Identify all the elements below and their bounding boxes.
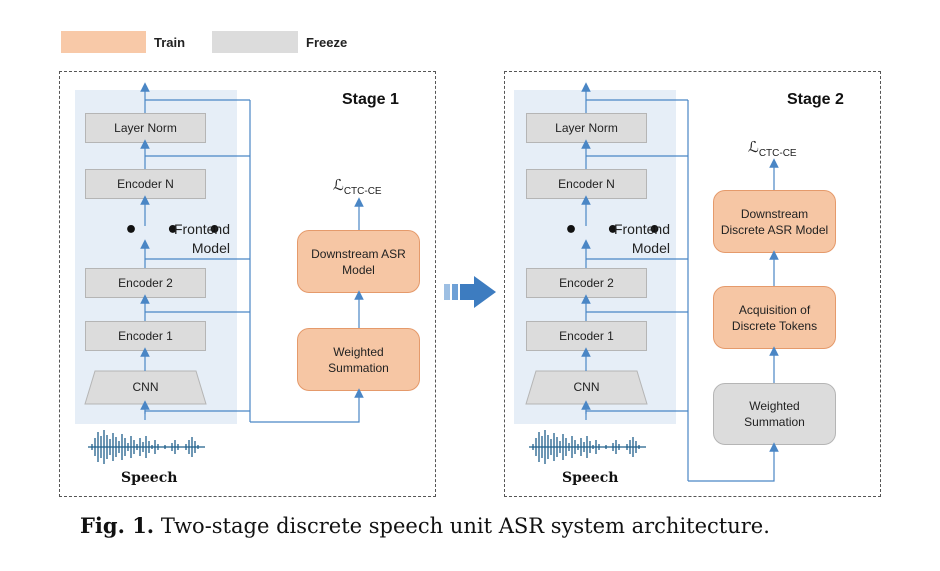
stage2-frontend-line1: Frontend [613,221,670,237]
legend-train-swatch [61,31,146,53]
figure-caption-text: Two-stage discrete speech unit ASR syste… [160,514,770,538]
stage2-acquisition-block: Acquisition of Discrete Tokens [713,286,836,349]
stage1-loss-label: ℒCTC-CE [333,176,382,197]
stage2-encoder-1-block: Encoder 1 [526,321,647,351]
stage1-loss-symbol: ℒ [333,176,344,194]
stage1-container [59,71,436,497]
stage1-speech-label: Speech [121,470,178,486]
stage1-weighted-summation-block: Weighted Summation [297,328,420,391]
stage1-ellipsis: • • • [124,218,232,243]
stage1-encoder-n-block: Encoder N [85,169,206,199]
stage2-loss-symbol: ℒ [748,138,759,156]
stage2-downstream-discrete-asr-block: Downstream Discrete ASR Model [713,190,836,253]
stage1-encoder-2-block: Encoder 2 [85,268,206,298]
stage1-speech-waveform [88,430,205,464]
stage1-cnn-label: CNN [132,380,159,394]
stage1-loss-subscript: CTC-CE [343,186,382,197]
stage1-frontend-line2: Model [191,240,230,256]
stage2-loss-label: ℒCTC-CE [748,138,797,159]
stage2-weighted-summation-block: Weighted Summation [713,383,836,445]
stage2-tap-cnn [585,410,688,414]
stage2-title: Stage 2 [787,91,844,108]
stage2-container [504,71,881,497]
stage2-encoder-2-block: Encoder 2 [526,268,647,298]
stage2-speech-label: Speech [562,470,619,486]
stage2-frontend-background [514,90,676,424]
stage2-cnn-label: CNN [573,380,600,394]
stage2-speech-waveform [529,430,646,464]
stage-transition-arrow [444,276,496,308]
stage1-tap-cnn [144,410,250,414]
stage2-layer-norm-block: Layer Norm [526,113,647,143]
stage1-frontend-line1: Frontend [173,221,230,237]
legend-freeze-swatch [212,31,298,53]
figure-caption: Fig. 1. Two-stage discrete speech unit A… [80,513,770,538]
stage1-frontend-background [75,90,237,424]
stage2-frontend-line2: Model [631,240,670,256]
stage2-frontend-label: Frontend Model [610,220,670,258]
stage1-downstream-asr-block: Downstream ASR Model [297,230,420,293]
stage1-title: Stage 1 [342,91,399,108]
stage2-ellipsis: • • • [564,218,672,243]
stage1-arrow-to-weighted [250,388,364,423]
figure-caption-prefix: Fig. 1. [80,513,155,538]
stage2-encoder-n-block: Encoder N [526,169,647,199]
legend-freeze-label: Freeze [306,35,348,50]
stage1-frontend-label: Frontend Model [170,220,230,258]
stage2-arrow-to-weighted [688,442,779,482]
legend-train-label: Train [154,35,186,50]
stage2-loss-subscript: CTC-CE [758,148,797,159]
